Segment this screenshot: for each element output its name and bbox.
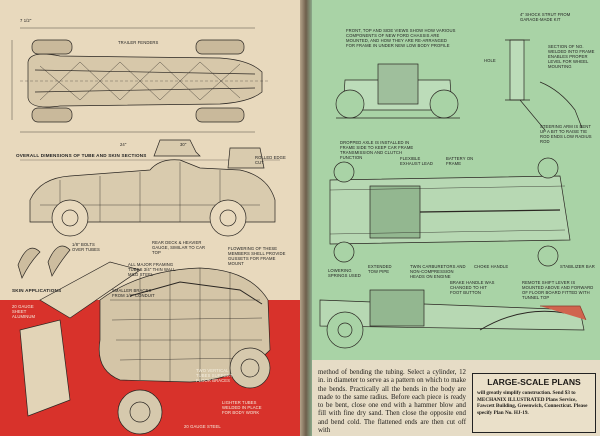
- label-two-vertical: Two Vertical Tubes Support Floor Braces: [196, 368, 233, 383]
- label-remote-shift: Remote Shift Lever Is Mounted Above and …: [522, 280, 594, 300]
- dim-24: 24": [120, 142, 127, 147]
- label-choke-handle: Choke Handle: [474, 264, 509, 269]
- dim-top: 7 1/2": [20, 18, 32, 23]
- label-tube-detail: 1/8" Bolts Over Tubes: [72, 242, 100, 252]
- top-view-frame-drawing: [11, 27, 270, 133]
- label-front-caption: Front, Top and Side Views Show How Vario…: [346, 28, 456, 48]
- label-skin-applications: Skin Applications: [12, 288, 62, 293]
- label-rear-deck: Rear Deck & Heavier Gauge, Similar to Ca…: [152, 240, 206, 255]
- label-section-mounted: Section of No. Welded Into Frame Enables…: [548, 44, 595, 69]
- page-gutter: [300, 0, 312, 436]
- left-page-drawings: [11, 27, 280, 435]
- label-smaller-braces: Smaller Braces from 1/2" Conduit: [112, 288, 155, 298]
- label-sheet-gauge: 20 Gauge Sheet Aluminum: [12, 304, 36, 319]
- article-body-text: method of bending the tubing. Select a c…: [318, 369, 466, 435]
- label-gauge-steel: 20 Gauge Steel: [184, 424, 221, 429]
- label-trailer-fenders: Trailer Fenders: [118, 40, 159, 45]
- side-view-body-drawing: [20, 139, 280, 237]
- label-shock-strut: 4" Shock Strut from Garage-made Kit: [520, 12, 571, 22]
- label-dropped-axle: Dropped Axle is Installed in Frame Side …: [340, 140, 414, 160]
- label-lighter-tubes: Lighter Tubes Welded In Place for Body W…: [222, 400, 262, 415]
- plans-offer-box: LARGE-SCALE PLANS will greatly simplify …: [472, 373, 596, 433]
- plans-text: will greatly simplify construction. Send…: [477, 390, 588, 416]
- label-flexible-exhaust: Flexible Exhaust Lead: [400, 156, 434, 166]
- label-all-major: All Major Framing Tubes 3/4" Thin Wall M…: [128, 262, 176, 277]
- label-hole: Hole: [484, 58, 496, 63]
- perspective-frame-drawing: [19, 261, 271, 435]
- label-twin-carbs: Twin Carburetors and Non-Compression Hea…: [410, 264, 466, 279]
- label-lowering-springs: Lowering Springs Used: [328, 268, 361, 278]
- skin-section-drawings: [17, 245, 71, 279]
- label-overall-dimensions: Overall Dimensions of Tube and Skin Sect…: [16, 153, 147, 158]
- plans-title: LARGE-SCALE PLANS: [487, 377, 581, 387]
- label-extended-tow: Extended Tow Pipe: [368, 264, 392, 274]
- label-stabilizer: Stabilizer Bar: [560, 264, 595, 269]
- label-flowering: Flowering of These Members Shell Provide…: [228, 246, 286, 266]
- label-steering-arm: Steering Arm is Bent Up a Bit to Raise T…: [540, 124, 592, 144]
- label-brake-handle: Brake Handle Was Changed to Hit Foot But…: [450, 280, 495, 295]
- dim-30: 30": [180, 142, 187, 147]
- label-battery: Battery on Frame: [446, 156, 474, 166]
- label-rolled-edge: Rolled Edge Cut: [255, 155, 286, 165]
